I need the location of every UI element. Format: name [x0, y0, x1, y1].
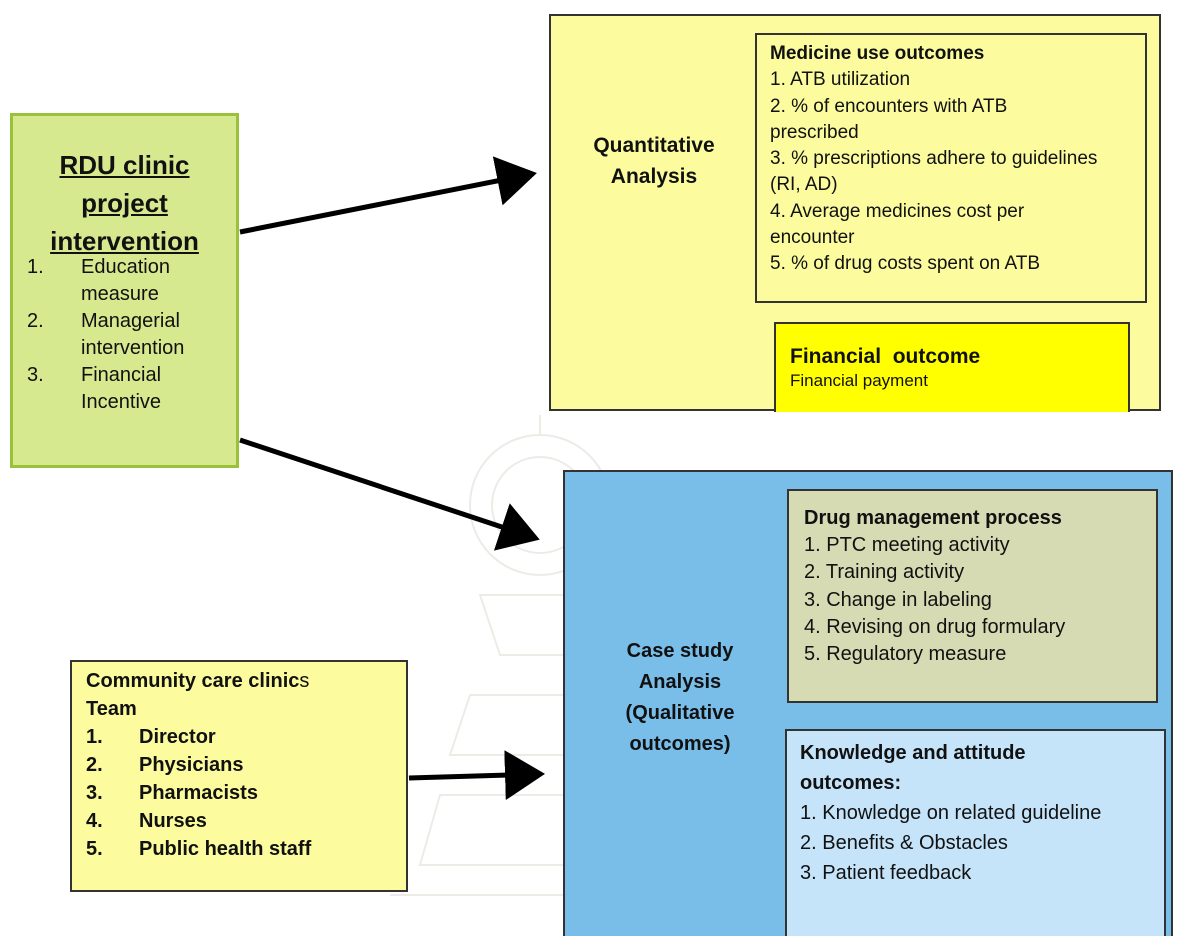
intervention-item: 3. Financial Incentive — [13, 362, 236, 416]
item-text: Managerial intervention — [81, 310, 185, 359]
item-number: 1. — [27, 256, 44, 278]
quantitative-label-line: Quantitative — [593, 134, 715, 157]
case-label-line: Analysis — [638, 671, 722, 693]
item-text: Education measure — [81, 256, 170, 305]
community-item: 4. Nurses — [86, 807, 406, 835]
arrow-to-case-study — [239, 437, 540, 551]
community-item: 2. Physicians — [86, 751, 406, 779]
intervention-title-line: RDU clinic — [59, 150, 190, 180]
medicine-use-item: 1. ATB utilization — [770, 69, 911, 91]
item-number: 1. — [86, 726, 103, 748]
drug-management-item: 2. Training activity — [804, 561, 965, 584]
intervention-title-line: intervention — [50, 226, 199, 256]
knowledge-attitude-box: Knowledge and attitude outcomes: 1. Know… — [785, 729, 1166, 936]
item-text: Nurses — [139, 810, 207, 832]
community-team-box: Community care clinics Team 1. Director 2… — [70, 660, 408, 892]
case-study-label: Case study Analysis (Qualitative outcome… — [565, 636, 795, 760]
knowledge-item: 1. Knowledge on related guideline — [800, 802, 1102, 824]
community-heading-line2: Team — [86, 698, 137, 720]
item-number: 2. — [27, 310, 44, 332]
knowledge-item: 2. Benefits & Obstacles — [800, 832, 1008, 854]
community-item: 3. Pharmacists — [86, 779, 406, 807]
item-number: 4. — [86, 810, 103, 832]
item-text: Physicians — [139, 754, 244, 776]
community-heading: Community care clinics — [86, 667, 406, 695]
drug-management-item: 1. PTC meeting activity — [804, 534, 1010, 557]
community-item: 1. Director — [86, 723, 406, 751]
drug-management-box: Drug management process 1. PTC meeting a… — [787, 489, 1158, 703]
financial-heading: Financial outcome — [790, 345, 981, 368]
knowledge-heading: Knowledge and attitude outcomes: — [800, 742, 1026, 794]
arrow-to-quantitative — [239, 156, 537, 235]
item-number: 5. — [86, 838, 103, 860]
case-label-line: (Qualitative — [625, 702, 735, 724]
medicine-use-item: 3. % prescriptions adhere to guidelines … — [770, 148, 1098, 196]
drug-management-item: 3. Change in labeling — [804, 588, 992, 611]
quantitative-label-line: Analysis — [610, 165, 698, 188]
quantitative-label: Quantitative Analysis — [569, 130, 739, 192]
medicine-use-item: 2. % of encounters with ATB prescribed — [770, 95, 1008, 143]
intervention-item: 2. Managerial intervention — [13, 308, 236, 362]
community-item: 5. Public health staff — [86, 835, 406, 863]
drug-management-heading: Drug management process — [804, 507, 1062, 529]
case-label-line: Case study — [626, 640, 734, 662]
medicine-use-box: Medicine use outcomes 1. ATB utilization… — [755, 33, 1147, 303]
medicine-use-item: 4. Average medicines cost per encounter — [770, 200, 1025, 249]
item-number: 3. — [27, 364, 44, 386]
intervention-box: RDU clinic project intervention 1. Educat… — [10, 113, 239, 468]
intervention-list: 1. Education measure 2. Managerial interve… — [13, 254, 236, 416]
community-list: 1. Director 2. Physicians 3. Pharmacists 4.… — [86, 723, 406, 863]
financial-sub: Financial payment — [790, 371, 928, 390]
medicine-use-item: 5. % of drug costs spent on ATB — [770, 253, 1041, 275]
drug-management-item: 4. Revising on drug formulary — [804, 615, 1066, 638]
knowledge-item: 3. Patient feedback — [800, 862, 972, 884]
item-text: Financial Incentive — [81, 364, 162, 413]
community-heading-bold: Community care clinic — [86, 670, 300, 692]
intervention-title: RDU clinic project intervention — [13, 146, 236, 260]
drug-management-item: 5. Regulatory measure — [804, 643, 1007, 666]
community-heading-tail: s — [299, 670, 310, 692]
intervention-item: 1. Education measure — [13, 254, 236, 308]
medicine-use-heading: Medicine use outcomes — [770, 43, 985, 64]
intervention-title-line: project — [81, 188, 168, 218]
item-number: 2. — [86, 754, 103, 776]
item-text: Director — [139, 726, 216, 748]
item-text: Public health staff — [139, 838, 312, 860]
item-number: 3. — [86, 782, 103, 804]
financial-outcome-box: Financial outcome Financial payment — [774, 322, 1130, 412]
case-label-line: outcomes) — [629, 733, 731, 755]
arrow-community-to-case — [408, 750, 545, 801]
item-text: Pharmacists — [139, 782, 258, 804]
